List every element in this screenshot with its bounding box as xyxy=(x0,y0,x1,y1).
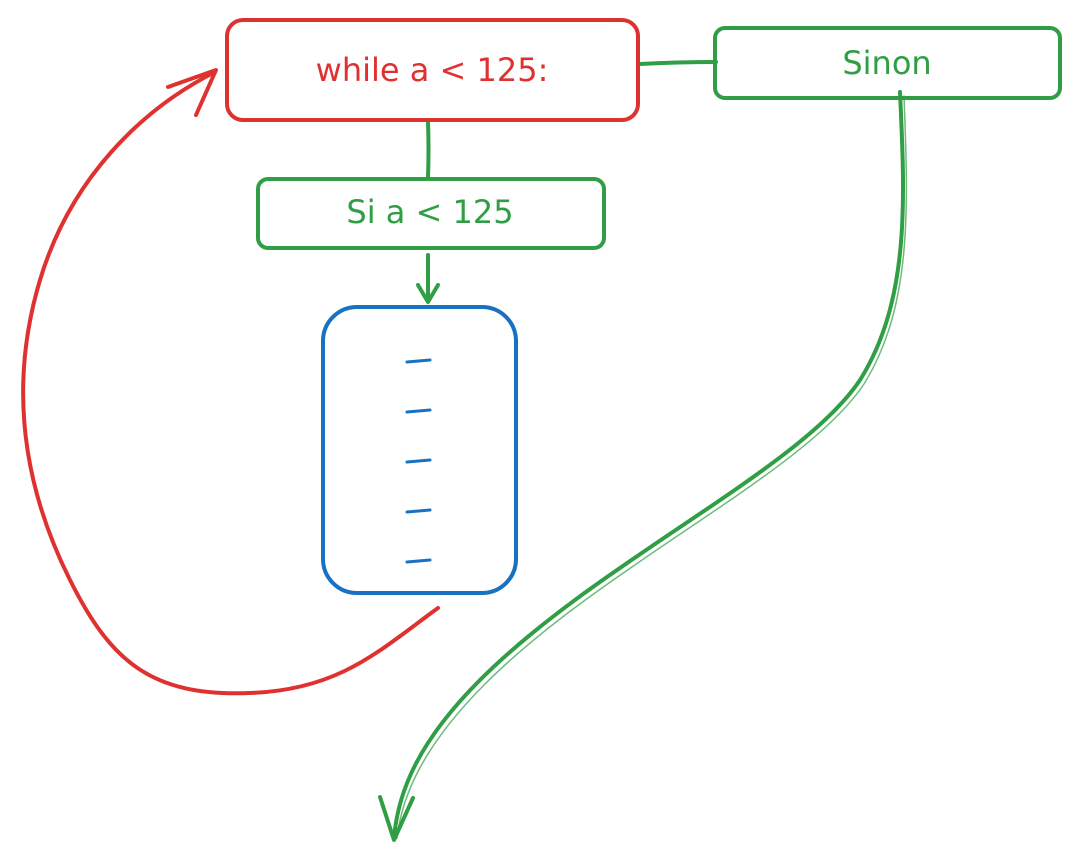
body-node xyxy=(321,305,518,595)
si-node: Si a < 125 xyxy=(256,177,606,250)
body-line-dash xyxy=(405,408,432,414)
connector-while-to-sinon xyxy=(638,60,718,66)
while-node-label: while a < 125: xyxy=(316,51,549,89)
arrowhead-sinon-exit xyxy=(378,795,415,842)
arrow-loop-back xyxy=(21,70,440,696)
body-line-dash xyxy=(405,358,432,364)
arrow-sinon-exit-shadow xyxy=(396,95,908,839)
body-line-dash xyxy=(405,558,432,564)
si-node-label: Si a < 125 xyxy=(346,193,513,231)
arrow-sinon-exit xyxy=(392,90,905,840)
arrowhead-si-to-body xyxy=(416,283,440,304)
connector-while-to-si xyxy=(426,120,431,180)
sinon-node: Sinon xyxy=(713,26,1062,100)
sinon-node-label: Sinon xyxy=(842,44,931,82)
while-node: while a < 125: xyxy=(225,18,640,122)
body-lines xyxy=(405,358,432,564)
body-line-dash xyxy=(405,508,432,514)
arrowhead-loop-back xyxy=(166,68,218,117)
body-line-dash xyxy=(405,458,432,464)
